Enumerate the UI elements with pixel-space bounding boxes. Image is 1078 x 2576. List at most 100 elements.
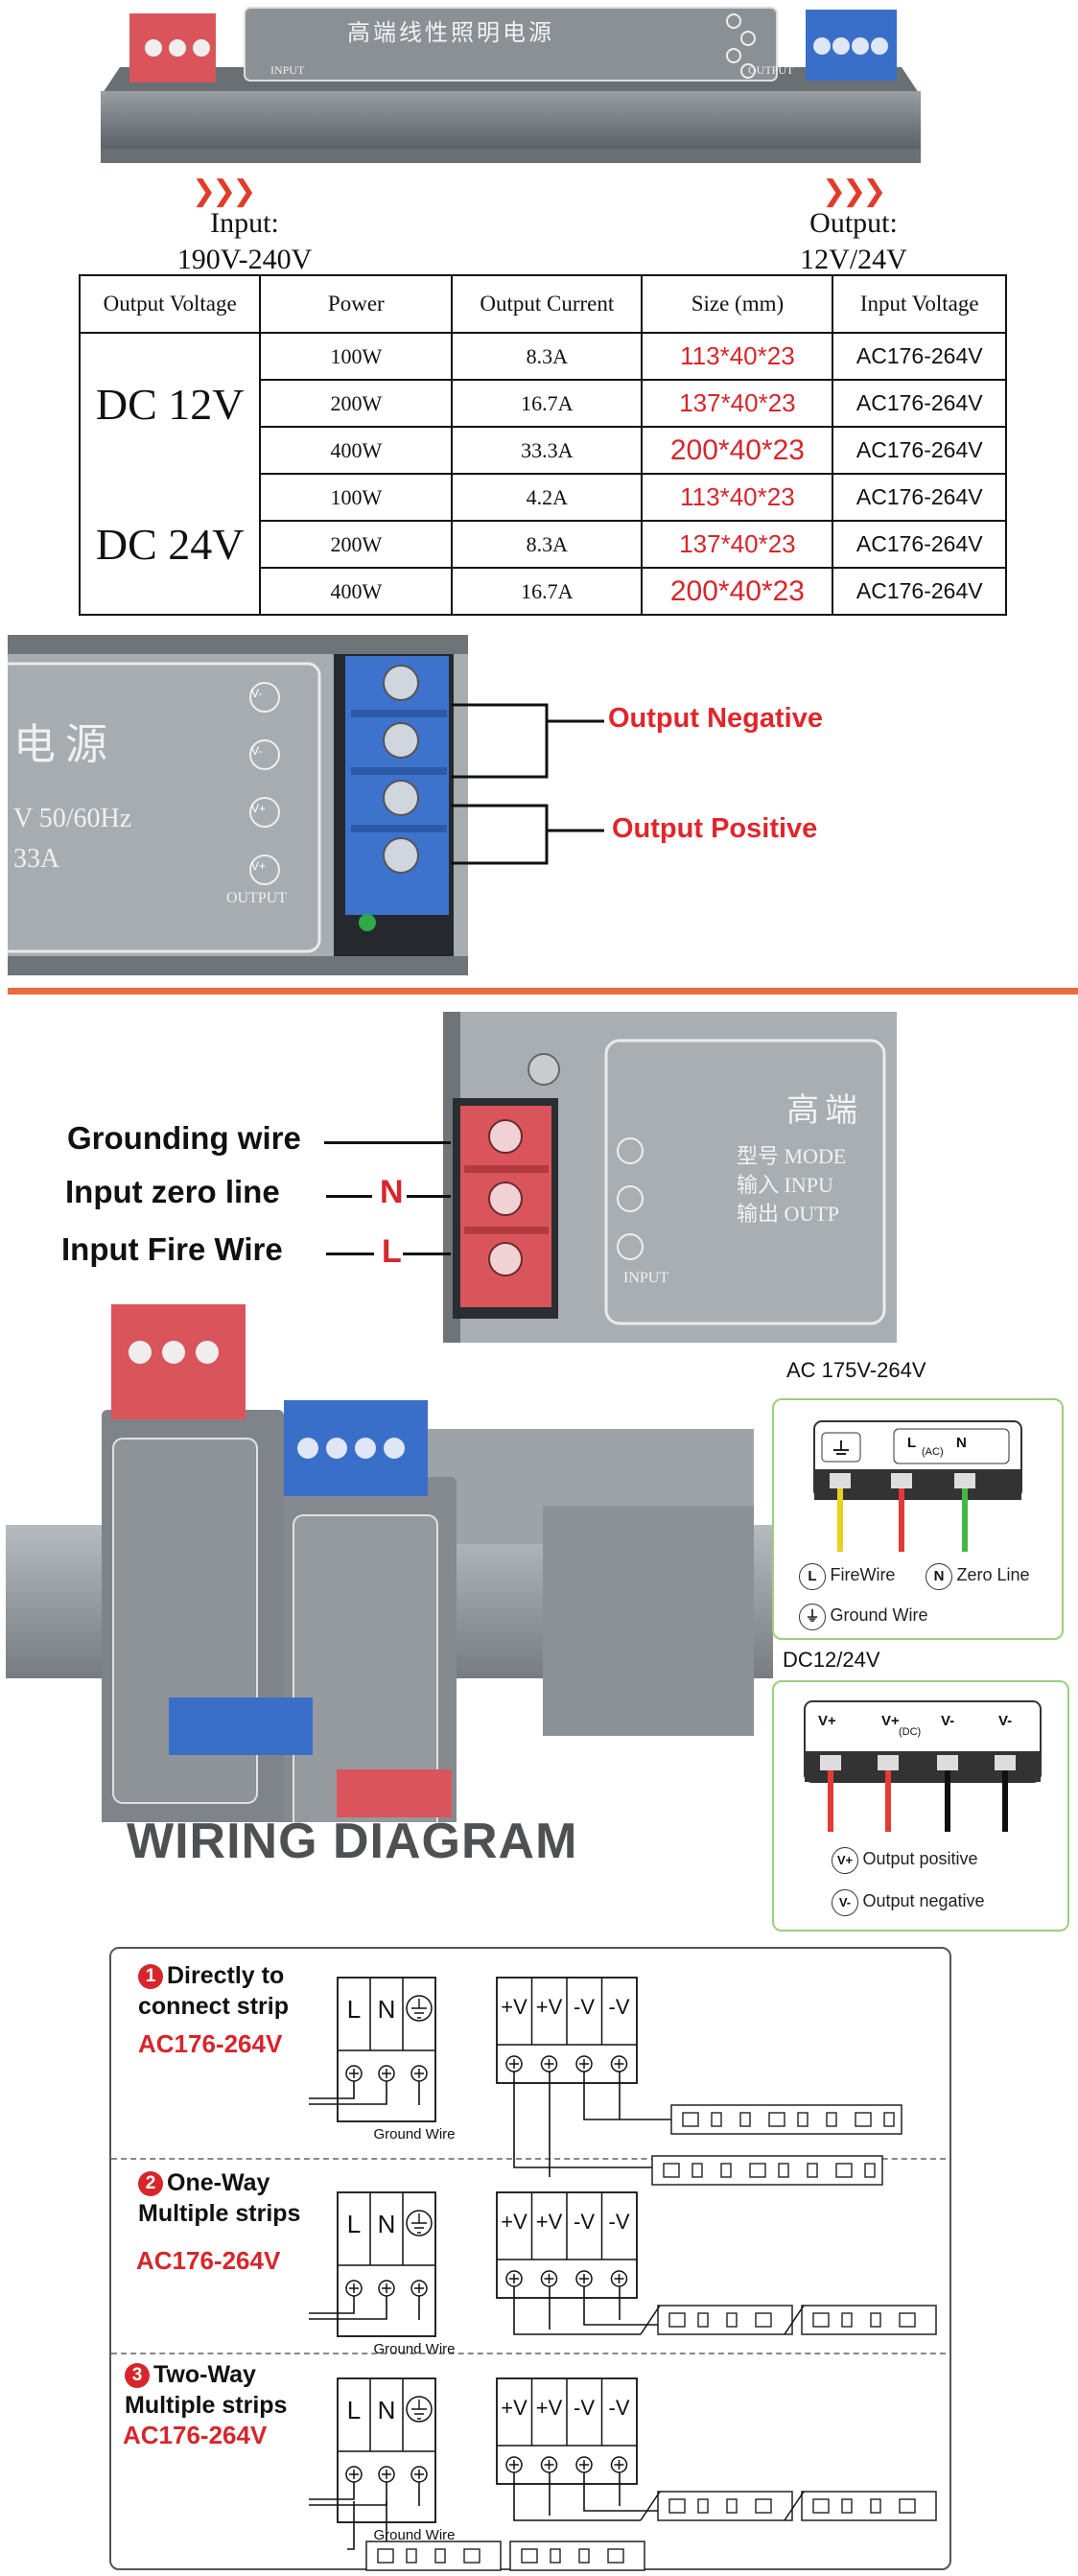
cell-size: 137*40*23 — [641, 520, 834, 569]
fire-leader-line-right — [403, 1253, 451, 1255]
terminal-mark: V- — [251, 687, 263, 700]
cell-current: 33.3A — [451, 426, 644, 475]
legend-pos-row: V+ Output positive — [832, 1847, 978, 1874]
output-positive-label: Output Positive — [612, 813, 818, 844]
grounding-wire-label: Grounding wire — [67, 1120, 301, 1156]
output-photo-tag: OUTPUT — [226, 890, 288, 906]
dc-term: V- — [941, 1713, 955, 1729]
section-2-number: 2 — [138, 2171, 163, 2196]
input-photo-chinese: 高端 — [786, 1093, 863, 1129]
voltage-group-24v: DC 24V — [78, 474, 262, 616]
cell-power: 100W — [259, 473, 454, 522]
legend-fire: FireWire — [830, 1565, 896, 1585]
table-row: 200W 16.7A 137*40*23 AC176-264V — [80, 379, 1007, 428]
legend-zero: Zero Line — [956, 1565, 1030, 1585]
cell-input: AC176-264V — [832, 520, 1007, 569]
input-photo-tag: INPUT — [623, 1270, 669, 1286]
input-caption: Input: — [210, 207, 279, 239]
table-row: 400W 33.3A 200*40*23 AC176-264V — [80, 426, 1007, 475]
output-negative-label: Output Negative — [608, 703, 823, 734]
ac-term-ac: (AC) — [922, 1446, 944, 1458]
input-range: 190V-240V — [176, 244, 313, 275]
input-photo-input: 输入 INPU — [737, 1173, 833, 1197]
header-input-voltage: Input Voltage — [832, 274, 1007, 334]
output-arrow-icon: ❯❯❯ — [822, 176, 886, 207]
dc-terminal-graphic — [804, 1700, 1042, 1832]
cell-current: 16.7A — [451, 379, 644, 428]
cell-input: AC176-264V — [832, 332, 1007, 381]
section-2-line1: One-Way — [167, 2169, 270, 2196]
legend-neg: Output negative — [862, 1891, 985, 1911]
output-negative-icon: V- — [832, 1889, 858, 1916]
terminal-mark: V+ — [251, 802, 267, 815]
dc-term: V- — [998, 1713, 1013, 1729]
zero-line-icon: N — [926, 1563, 952, 1590]
section-2-voltage: AC176-264V — [136, 2246, 281, 2275]
cell-size: 200*40*23 — [641, 426, 834, 475]
input-terminal-photo — [443, 1012, 897, 1343]
cell-input: AC176-264V — [832, 473, 1007, 522]
input-spec: Input: 190V-240V — [139, 205, 350, 278]
header-size: Size (mm) — [641, 274, 834, 334]
section-3-number: 3 — [125, 2363, 150, 2388]
input-photo-output: 输出 OUTP — [737, 1202, 839, 1226]
section-3-line1: Two-Way — [153, 2361, 256, 2388]
spec-header-row: Output Voltage Power Output Current Size… — [78, 274, 1007, 334]
psu-top-chinese-title: 高端线性照明电源 — [347, 20, 554, 46]
table-row: DC 24V 100W 4.2A 113*40*23 AC176-264V — [78, 473, 1007, 616]
cell-power: 200W — [259, 520, 454, 569]
output-photo-chinese: 电源 — [13, 721, 117, 768]
cell-current: 8.3A — [451, 332, 644, 381]
output-photo-freq: V 50/60Hz — [13, 804, 132, 833]
section-1-line2: connect strip — [138, 1993, 289, 2020]
section-1-voltage: AC176-264V — [138, 2029, 283, 2058]
psu-top-image — [101, 7, 921, 163]
psu-top-input-tag: INPUT — [270, 63, 305, 77]
fire-leader-line — [326, 1253, 374, 1255]
legend-ground-row: ⏚ Ground Wire — [799, 1604, 928, 1630]
section-1-number: 1 — [138, 1964, 163, 1989]
header-output-voltage: Output Voltage — [78, 274, 262, 334]
ac-diagram-title: AC 175V-264V — [786, 1358, 926, 1382]
section-3-line2: Multiple strips — [125, 2392, 288, 2419]
section-separator — [111, 2158, 946, 2160]
psu-top-output-tag: OUTPUT — [748, 63, 794, 77]
ac-term-n: N — [956, 1435, 967, 1451]
legend-zero-row: N Zero Line — [926, 1563, 1030, 1590]
input-photo-model: 型号 MODE — [737, 1144, 847, 1168]
input-fire-wire-label: Input Fire Wire — [61, 1231, 283, 1267]
section-3-voltage: AC176-264V — [123, 2421, 268, 2449]
output-positive-icon: V+ — [832, 1847, 858, 1874]
section-separator — [111, 2353, 946, 2354]
section-divider — [8, 988, 1078, 995]
output-terminal-photo — [8, 635, 468, 975]
output-range: 12V/24V — [800, 244, 907, 275]
output-bracket-lines — [451, 703, 604, 865]
section-2-line2: Multiple strips — [138, 2200, 301, 2227]
legend-fire-row: L FireWire — [799, 1563, 895, 1590]
terminal-mark: V+ — [251, 859, 267, 873]
product-collage-image — [6, 1304, 773, 1822]
cell-current: 4.2A — [451, 473, 644, 522]
cell-power: 100W — [259, 332, 454, 381]
zero-leader-line — [326, 1195, 372, 1198]
legend-pos: Output positive — [862, 1849, 978, 1869]
zero-leader-line-right — [407, 1195, 451, 1198]
dc-term: V+ — [818, 1713, 836, 1729]
legend-neg-row: V- Output negative — [832, 1889, 985, 1916]
spec-table: Output Voltage Power Output Current Size… — [78, 274, 1007, 616]
wiring-diagram-title: WIRING DIAGRAM — [127, 1814, 578, 1869]
section-1-line1: Directly to — [167, 1962, 285, 1989]
terminal-mark: V- — [251, 744, 263, 758]
cell-power: 400W — [259, 567, 454, 616]
voltage-group-12v: DC 12V — [78, 333, 262, 474]
fire-letter-l: L — [382, 1233, 402, 1270]
header-power: Power — [259, 274, 454, 334]
cell-input: AC176-264V — [832, 426, 1007, 475]
cell-size: 113*40*23 — [641, 332, 834, 381]
cell-current: 8.3A — [451, 520, 644, 569]
input-arrow-icon: ❯❯❯ — [192, 176, 256, 207]
